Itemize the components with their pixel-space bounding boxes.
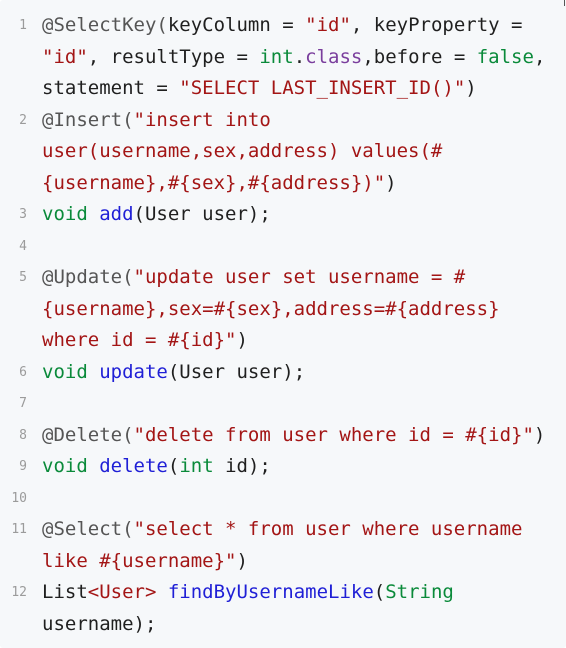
- code-line-11: @Select("select * from user where userna…: [42, 514, 566, 546]
- token: (User user);: [167, 360, 306, 383]
- code-line-12-cont: username);: [42, 609, 566, 641]
- token: update: [99, 360, 168, 383]
- token: (: [373, 581, 386, 603]
- code-line-2-cont: {username},#{sex},#{address})"): [42, 168, 566, 200]
- line-number: 6: [19, 364, 27, 380]
- token: @SelectKey(: [42, 14, 168, 36]
- line-number: 3: [19, 207, 27, 222]
- token: int: [259, 45, 294, 68]
- token: String: [385, 581, 454, 603]
- token: [88, 203, 99, 225]
- token: like #{username}": [42, 549, 237, 572]
- token: @Delete(: [42, 423, 134, 446]
- token: ): [236, 549, 248, 572]
- token: "SELECT LAST_INSERT_ID()": [179, 77, 466, 99]
- token: @Update(: [42, 266, 134, 288]
- code-line-1-cont: "id", resultType = int.class,before = fa…: [42, 42, 566, 74]
- line-number: 2: [19, 112, 27, 128]
- line-number: 11: [11, 522, 27, 537]
- code-line-6: void update(User user);: [42, 357, 566, 389]
- line-number: 12: [11, 585, 27, 600]
- code-line-2-cont: user(username,sex,address) values(#: [42, 136, 566, 168]
- code-line-9: void delete(int id);: [42, 451, 566, 483]
- token: class: [305, 45, 363, 68]
- token: add: [99, 203, 134, 225]
- token: "delete from user where id = #{id}": [133, 423, 534, 446]
- scroll-tick: [564, 0, 565, 6]
- token: [156, 581, 167, 603]
- token: ): [385, 171, 397, 194]
- token: void: [42, 360, 88, 383]
- token: void: [42, 455, 88, 477]
- token: List: [42, 581, 88, 603]
- token: <User>: [87, 581, 157, 603]
- token: (User user);: [133, 203, 271, 225]
- code-line-1: @SelectKey(keyColumn = "id", keyProperty…: [42, 10, 566, 42]
- code-line-1-cont: statement = "SELECT LAST_INSERT_ID()"): [42, 73, 566, 105]
- token: ,before =: [362, 45, 477, 68]
- token: @Insert(: [42, 108, 134, 131]
- code-line-5: @Update("update user set username = #: [42, 262, 566, 294]
- token: @Select(: [42, 518, 134, 540]
- code-line-11-cont: like #{username}"): [42, 546, 566, 578]
- token: , resultType =: [87, 45, 260, 68]
- token: "select * from user where username: [133, 518, 523, 540]
- token: false: [476, 45, 534, 68]
- token: ): [465, 77, 477, 99]
- code-line-8: @Delete("delete from user where id = #{i…: [42, 420, 566, 452]
- line-number: 10: [11, 490, 27, 506]
- line-number: 8: [19, 427, 27, 443]
- token: (: [167, 455, 180, 477]
- token: {username},#{sex},#{address})": [42, 171, 386, 194]
- code-line-2: @Insert("insert into: [42, 105, 566, 137]
- token: {username},sex=#{sex},address=#{address}: [42, 297, 500, 320]
- token: "id": [305, 14, 351, 36]
- token: username);: [42, 612, 157, 635]
- token: void: [42, 203, 88, 225]
- token: user(username,sex,address) values(#: [42, 140, 443, 162]
- token: , keyProperty =: [350, 14, 523, 36]
- token: [88, 455, 99, 477]
- token: [88, 361, 99, 383]
- token: findByUsernameLike: [167, 581, 374, 603]
- line-number: 9: [19, 459, 27, 474]
- token: id);: [213, 455, 271, 477]
- token: delete: [99, 455, 168, 477]
- code-line-12: List<User> findByUsernameLike(String: [42, 577, 566, 609]
- token: keyColumn =: [167, 14, 306, 36]
- token: ,: [533, 45, 546, 68]
- token: ): [236, 329, 248, 351]
- line-number: 4: [19, 238, 27, 254]
- line-number: 1: [19, 18, 27, 33]
- code-line-5-cont: {username},sex=#{sex},address=#{address}: [42, 294, 566, 326]
- token: ): [533, 423, 546, 446]
- token: "insert into: [133, 108, 271, 131]
- token: statement =: [42, 77, 180, 99]
- code-line-5-cont: where id = #{id}"): [42, 325, 566, 357]
- code-line-3: void add(User user);: [42, 199, 566, 231]
- line-number: 5: [19, 270, 27, 285]
- line-number: 7: [19, 396, 27, 411]
- token: .: [293, 45, 306, 68]
- token: "update user set username = #: [133, 266, 466, 288]
- token: where id = #{id}": [42, 329, 237, 351]
- token: int: [179, 455, 214, 477]
- token: "id": [42, 45, 88, 68]
